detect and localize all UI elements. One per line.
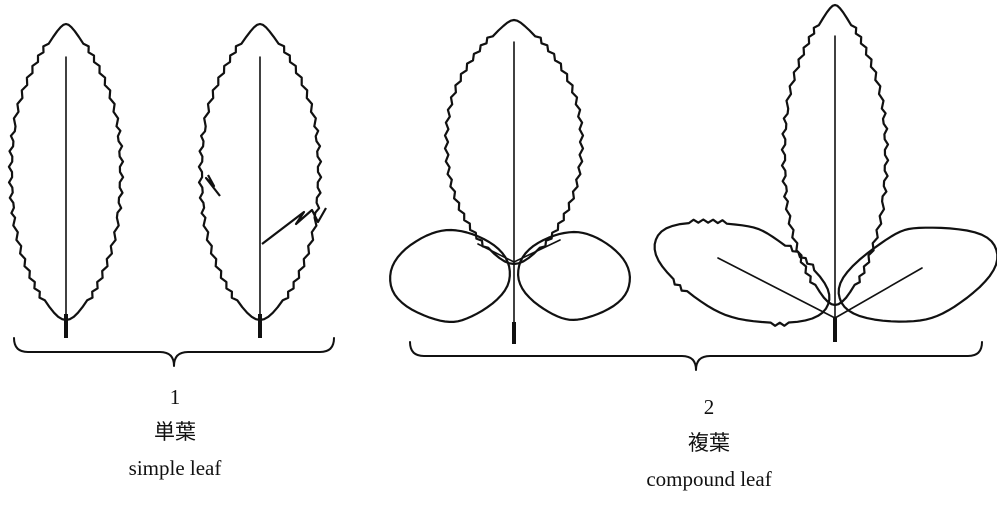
brace-compound-leaf — [409, 341, 983, 371]
group-2-label-jp: 複葉 — [688, 431, 730, 455]
group-1-number: 1 — [169, 385, 181, 409]
compound-leaf-left — [389, 18, 631, 344]
simple-leaf-intact — [7, 22, 125, 338]
group-2-number: 2 — [703, 395, 715, 419]
compound-right-right-vein — [834, 267, 923, 319]
group-1-label-en: simple leaf — [128, 456, 222, 480]
compound-left-side-leaflet-right — [517, 230, 631, 321]
group-2-caption: 2 複葉 compound leaf — [579, 394, 839, 492]
group-2-label-en: compound leaf — [646, 467, 772, 491]
tear-notch-right — [261, 207, 327, 245]
group-1-label-jp: 単葉 — [154, 420, 196, 444]
compound-left-side-veins — [477, 239, 561, 263]
tear-notch-left — [204, 174, 221, 197]
compound-right-side-leaflet-right — [837, 226, 997, 323]
compound-left-side-leaflet-left — [389, 228, 511, 323]
compound-leaf-right — [653, 3, 997, 342]
brace-simple-leaf — [13, 337, 335, 367]
group-1-caption: 1 単葉 simple leaf — [45, 384, 305, 481]
compound-right-side-leaflet-left — [653, 218, 831, 327]
simple-leaf-torn — [197, 22, 327, 338]
compound-right-left-vein — [717, 257, 836, 319]
